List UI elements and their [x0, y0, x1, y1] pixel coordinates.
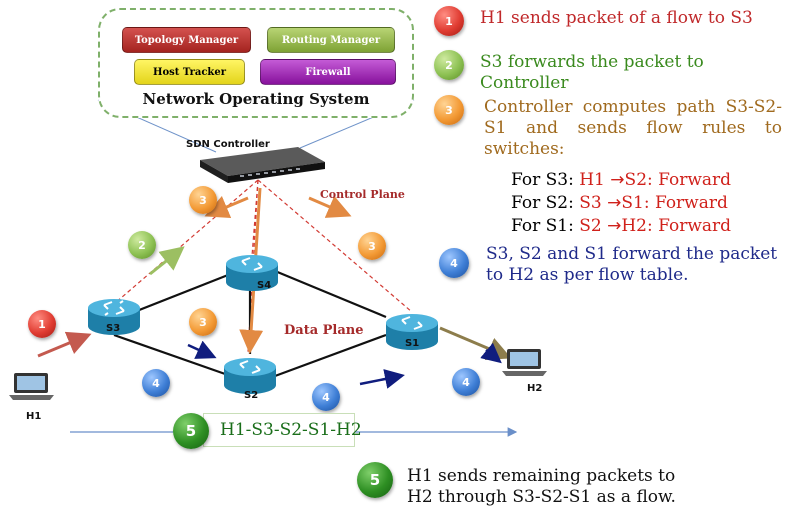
switch-s1 — [386, 314, 438, 350]
arrow-step3-s3 — [204, 195, 249, 219]
data-plane-label: Data Plane — [284, 323, 364, 338]
arrow-step4-s3 — [187, 340, 217, 359]
arrow-step1 — [37, 331, 92, 358]
path-label: H1-S3-S2-S1-H2 — [203, 413, 362, 447]
badge-step-2: 2 — [128, 231, 156, 259]
badge-step-1: 1 — [28, 310, 56, 338]
switch-s3 — [88, 299, 140, 335]
badge-step-4-mid: 4 — [312, 383, 340, 411]
badge-step-3-right: 3 — [358, 232, 386, 260]
badge-step-3-mid: 3 — [189, 308, 217, 336]
legend-badge-1: 1 — [434, 6, 464, 36]
badge-step-3-controller: 3 — [189, 186, 217, 214]
legend-badge-5: 5 — [357, 462, 393, 498]
nos-title: Network Operating System — [142, 90, 370, 108]
laptop-icon-h1 — [9, 373, 54, 400]
switch-s2 — [224, 358, 276, 394]
path-label-text: H1-S3-S2-S1-H2 — [220, 420, 362, 440]
host-label-h2: H2 — [527, 383, 543, 394]
topology-manager-module: Topology Manager — [122, 27, 251, 53]
step-4-text: S3, S2 and S1 forward the packet to H2 a… — [486, 244, 778, 285]
step-1-text: H1 sends packet of a flow to S3 — [480, 8, 753, 28]
badge-step-5-path: 5 — [173, 413, 209, 449]
flow-rule-s2: For S2: S3 →S1: Forward — [511, 193, 728, 213]
badge-step-4-right: 4 — [452, 368, 480, 396]
host-label-h1: H1 — [26, 411, 42, 422]
switch-label-s3: S3 — [106, 323, 121, 334]
arrow-step3-s1 — [308, 195, 352, 218]
arrow-step4-s1 — [480, 342, 502, 364]
switch-label-s2: S2 — [244, 390, 259, 401]
switch-label-s4: S4 — [257, 280, 272, 291]
arrow-step2 — [149, 246, 185, 276]
legend-badge-2: 2 — [434, 50, 464, 80]
s1-h2-link — [439, 326, 512, 361]
switch-label-s1: S1 — [405, 338, 420, 349]
legend-badge-3: 3 — [434, 95, 464, 125]
switch-s4 — [226, 255, 278, 291]
step-2-text: S3 forwards the packet to Controller — [480, 52, 704, 93]
step-5-text: H1 sends remaining packets to H2 through… — [407, 466, 676, 507]
routing-manager-module: Routing Manager — [267, 27, 395, 53]
firewall-module: Firewall — [260, 59, 396, 85]
step-3-text: Controller computes path S3-S2-S1 and se… — [484, 97, 782, 159]
arrow-step4-s2 — [359, 369, 405, 389]
controller-label: SDN Controller — [186, 139, 270, 150]
control-plane-label: Control Plane — [320, 188, 405, 201]
badge-step-4-left: 4 — [142, 369, 170, 397]
host-tracker-module: Host Tracker — [134, 59, 245, 85]
controller-device — [200, 147, 325, 183]
flow-rule-s3: For S3: H1 →S2: Forward — [511, 170, 732, 190]
legend-badge-4: 4 — [439, 248, 469, 278]
flow-rule-s1: For S1: S2 →H2: Forward — [511, 216, 732, 236]
laptop-icon-h2 — [502, 349, 547, 376]
